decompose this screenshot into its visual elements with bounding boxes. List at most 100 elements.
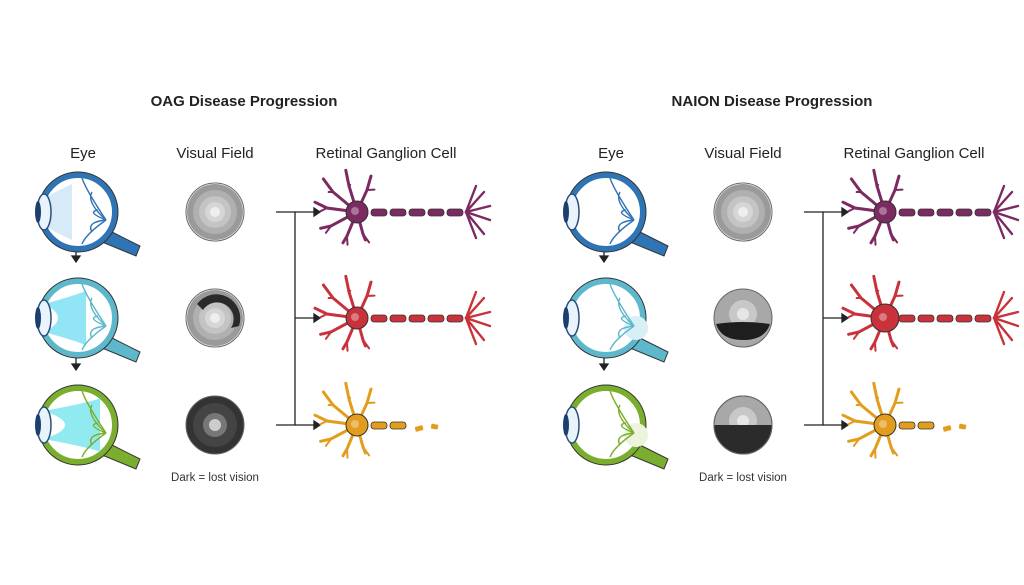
axon-terminal bbox=[464, 210, 478, 240]
lost-vision-lower bbox=[716, 322, 770, 340]
dendrite-branch bbox=[346, 448, 349, 459]
retinal-vessel bbox=[609, 177, 635, 221]
ganglion-cell bbox=[313, 381, 439, 459]
axon-terminal bbox=[464, 204, 492, 214]
dendrite-branch bbox=[324, 438, 332, 447]
dendrite-branch bbox=[348, 396, 352, 400]
cell-body bbox=[873, 200, 897, 224]
panel-title-naion: NAION Disease Progression bbox=[671, 93, 873, 110]
dendrite-branch bbox=[874, 341, 877, 352]
visual-field bbox=[713, 288, 773, 348]
column-head-eye: Eye bbox=[598, 145, 624, 162]
dendrite-branch bbox=[876, 289, 880, 293]
arrow-head bbox=[598, 255, 610, 264]
axon-segment bbox=[389, 421, 407, 430]
retinal-vessel bbox=[620, 315, 635, 327]
ganglion-cell bbox=[313, 274, 492, 352]
dendrite-branch bbox=[319, 420, 328, 426]
retinal-vessel bbox=[81, 432, 107, 458]
retinal-vessel bbox=[609, 219, 635, 245]
retinal-vessel bbox=[609, 283, 635, 327]
arrow-head bbox=[313, 206, 322, 218]
fluid-pressure bbox=[44, 397, 101, 453]
dendrite-branch bbox=[890, 339, 899, 350]
nucleus bbox=[879, 420, 887, 428]
axon-segment bbox=[917, 208, 935, 217]
retinal-vessel bbox=[89, 191, 107, 221]
axon-terminal bbox=[464, 296, 486, 320]
oag-artwork bbox=[35, 168, 492, 470]
retinal-vessel bbox=[92, 209, 107, 221]
ganglion-cell bbox=[313, 168, 492, 246]
axon-terminal bbox=[992, 190, 1014, 214]
arrow-head bbox=[313, 312, 322, 324]
retinal-vessel bbox=[81, 283, 107, 327]
axon-terminal bbox=[992, 210, 1006, 240]
axon-segment bbox=[370, 208, 388, 217]
dendrite-branch bbox=[362, 233, 371, 244]
retinal-vessel bbox=[620, 209, 635, 221]
axon-segment bbox=[974, 208, 992, 217]
axon-segment bbox=[408, 208, 426, 217]
retinal-vessel bbox=[617, 404, 635, 434]
retinal-vessel bbox=[609, 325, 635, 351]
visual-field bbox=[185, 395, 245, 455]
column-head-visual-field: Visual Field bbox=[176, 145, 254, 162]
axon-segment bbox=[917, 421, 935, 430]
axon-terminal bbox=[464, 184, 478, 214]
dendrite-branch bbox=[348, 289, 352, 293]
axon-segment bbox=[955, 208, 973, 217]
axon-fragment bbox=[414, 425, 424, 432]
dendrite-branch bbox=[847, 207, 856, 213]
naion-panel: NAION Disease Progression Eye Visual Fie… bbox=[528, 0, 1024, 585]
retinal-vessel bbox=[92, 422, 107, 434]
eye-illustration bbox=[563, 277, 669, 363]
retinal-vessel bbox=[81, 177, 107, 221]
dendrite-branch bbox=[876, 396, 880, 400]
column-head-ganglion-cell: Retinal Ganglion Cell bbox=[843, 145, 985, 162]
field-center bbox=[737, 308, 749, 320]
lost-vision-lower bbox=[714, 425, 772, 454]
axon-terminal bbox=[992, 290, 1006, 320]
retinal-vessel bbox=[617, 325, 635, 339]
arrow-head bbox=[313, 419, 322, 431]
visual-field bbox=[185, 182, 245, 242]
axon-terminal bbox=[464, 316, 492, 328]
dendrite-branch bbox=[362, 446, 371, 457]
retinal-vessel bbox=[617, 191, 635, 221]
axon-segment bbox=[446, 208, 464, 217]
axon-segment bbox=[898, 208, 916, 217]
axon-segment bbox=[974, 314, 992, 323]
dendrite-branch bbox=[852, 225, 860, 234]
iris bbox=[563, 307, 569, 329]
eye-illustration bbox=[35, 171, 141, 257]
column-head-eye: Eye bbox=[70, 145, 96, 162]
axon-terminal bbox=[464, 316, 478, 346]
retinal-vessel bbox=[89, 404, 107, 434]
dendrite-branch bbox=[847, 313, 856, 319]
dendrite-branch bbox=[852, 438, 860, 447]
ganglion-cell bbox=[841, 381, 967, 459]
arrow-head bbox=[70, 363, 82, 372]
retinal-vessel bbox=[617, 297, 635, 327]
nucleus bbox=[879, 313, 887, 321]
caption-lost-vision: Dark = lost vision bbox=[699, 472, 787, 484]
retinal-vessel bbox=[81, 219, 107, 245]
eye-illustration bbox=[563, 384, 669, 470]
nucleus bbox=[351, 207, 359, 215]
retinal-vessel bbox=[617, 432, 635, 446]
retinal-vessel bbox=[617, 219, 635, 233]
axon-terminal bbox=[464, 316, 486, 342]
field-center bbox=[737, 415, 749, 427]
dendrite-branch bbox=[876, 183, 880, 187]
dendrite-branch bbox=[319, 207, 328, 213]
axon-terminal bbox=[464, 290, 478, 320]
axon-fragment bbox=[430, 423, 439, 430]
panel-title-oag: OAG Disease Progression bbox=[150, 93, 338, 110]
arrow-head bbox=[598, 363, 610, 372]
visual-field bbox=[713, 395, 773, 455]
eye-illustration bbox=[35, 277, 141, 363]
bracket-line bbox=[276, 211, 296, 426]
axon-segment bbox=[936, 208, 954, 217]
axon-segment bbox=[898, 421, 916, 430]
